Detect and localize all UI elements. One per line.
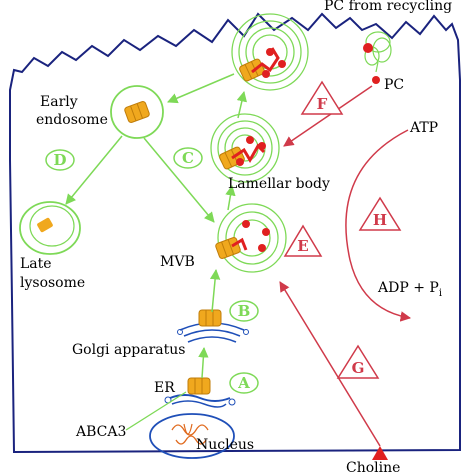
step-badge-c: C	[173, 147, 203, 169]
golgi-apparatus	[177, 309, 249, 343]
arrow-pc-to-lamellar	[283, 85, 373, 147]
label-choline: Choline	[346, 460, 400, 474]
nucleus	[149, 413, 235, 459]
late-lysosome	[19, 201, 81, 255]
step-badge-b: B	[229, 300, 259, 322]
svg-text:D: D	[53, 151, 66, 169]
label-early-endosome-2: endosome	[36, 112, 108, 128]
arrow-endosome-to-mvb	[143, 137, 215, 223]
step-badge-d: D	[45, 149, 75, 171]
abca3-leader-line	[125, 391, 187, 431]
early-endosome	[110, 85, 164, 139]
arrow-endosome-to-lysosome	[65, 135, 123, 205]
svg-text:C: C	[182, 149, 194, 167]
cell-membrane	[9, 12, 461, 454]
pc-recycling-structure	[363, 31, 392, 84]
step-badge-g: G	[336, 344, 380, 379]
step-badge-a: A	[229, 372, 259, 394]
arrow-golgi-to-mvb	[209, 268, 221, 313]
svg-text:H: H	[373, 211, 387, 229]
svg-text:B: B	[238, 302, 251, 320]
arrow-lamellar-to-endosome	[167, 73, 235, 104]
label-atp: ATP	[409, 120, 438, 136]
secreted-lamellar-body	[231, 13, 309, 91]
label-abca3: ABCA3	[75, 424, 126, 440]
arrow-mvb-to-lamellar	[225, 184, 236, 211]
label-adp: ADP + Pi	[377, 280, 442, 299]
label-pc-recycling: PC from recycling	[324, 0, 452, 14]
label-er: ER	[154, 380, 175, 396]
arrow-er-to-golgi	[198, 346, 209, 379]
label-golgi: Golgi apparatus	[72, 342, 185, 358]
svg-text:G: G	[352, 359, 365, 377]
label-pc: PC	[384, 77, 404, 93]
mvb-organelle	[214, 203, 287, 273]
label-late-lysosome-1: Late	[20, 256, 52, 272]
svg-text:F: F	[317, 95, 328, 113]
arrow-lamellar-to-membrane	[236, 90, 247, 119]
svg-text:A: A	[237, 374, 250, 392]
label-early-endosome-1: Early	[40, 94, 78, 110]
arrow-atp-to-adp	[345, 129, 412, 322]
label-mvb: MVB	[160, 254, 195, 270]
label-late-lysosome-2: lysosome	[20, 275, 85, 291]
choline-marker	[372, 446, 388, 460]
step-badge-f: F	[300, 80, 344, 115]
svg-text:E: E	[297, 237, 308, 255]
label-lamellar-body: Lamellar body	[228, 176, 330, 192]
er-structure	[164, 377, 236, 408]
step-badge-h: H	[358, 196, 402, 231]
arrow-choline-to-mvb	[279, 281, 381, 447]
label-nucleus: Nucleus	[196, 437, 254, 453]
lamellar-body	[210, 113, 280, 183]
step-badge-e: E	[283, 224, 323, 257]
